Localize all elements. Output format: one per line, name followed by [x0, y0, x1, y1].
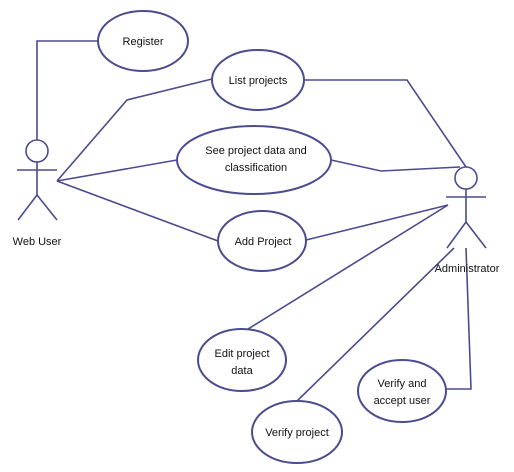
use-case-edit-project-data[interactable]: Edit project data	[197, 328, 287, 392]
actor-administrator: Administrator	[435, 166, 500, 275]
actor-label-web-user: Web User	[13, 236, 62, 248]
use-case-register[interactable]: Register	[97, 10, 189, 72]
assoc-webuser-add-project	[56, 180, 219, 242]
use-case-label-line1: Verify and	[378, 378, 427, 390]
use-case-label: Register	[123, 36, 164, 48]
actor-web-user: Web User	[13, 139, 62, 248]
use-case-label: List projects	[229, 75, 288, 87]
assoc-admin-edit-project-data	[239, 204, 449, 335]
use-case-label-line2: classification	[225, 162, 287, 174]
use-case-label-line2: accept user	[374, 395, 431, 407]
use-case-add-project[interactable]: Add Project	[217, 210, 307, 272]
assoc-admin-list-projects	[304, 79, 467, 168]
assoc-webuser-see-project-data	[56, 159, 178, 182]
use-case-verify-project[interactable]: Verify project	[251, 400, 343, 464]
use-case-see-project-data[interactable]: See project data and classification	[176, 125, 332, 195]
assoc-admin-verify-accept-user	[446, 247, 472, 390]
use-case-label: Add Project	[235, 236, 292, 248]
assoc-webuser-list-projects	[56, 78, 213, 182]
associations	[36, 40, 472, 403]
use-case-label: Verify project	[265, 427, 329, 439]
assoc-admin-verify-project	[295, 247, 455, 403]
stick-figure-icon	[446, 166, 487, 249]
use-case-verify-accept-user[interactable]: Verify and accept user	[357, 359, 447, 423]
use-case-label-line1: See project data and	[205, 145, 307, 157]
actor-label-administrator: Administrator	[435, 263, 500, 275]
assoc-admin-add-project	[305, 204, 449, 241]
use-case-label-line1: Edit project	[214, 348, 269, 360]
assoc-admin-see-project-data	[330, 159, 461, 172]
use-case-list-projects[interactable]: List projects	[211, 49, 305, 111]
use-case-label-line2: data	[231, 365, 253, 377]
assoc-webuser-register	[36, 40, 98, 140]
stick-figure-icon	[17, 139, 58, 221]
